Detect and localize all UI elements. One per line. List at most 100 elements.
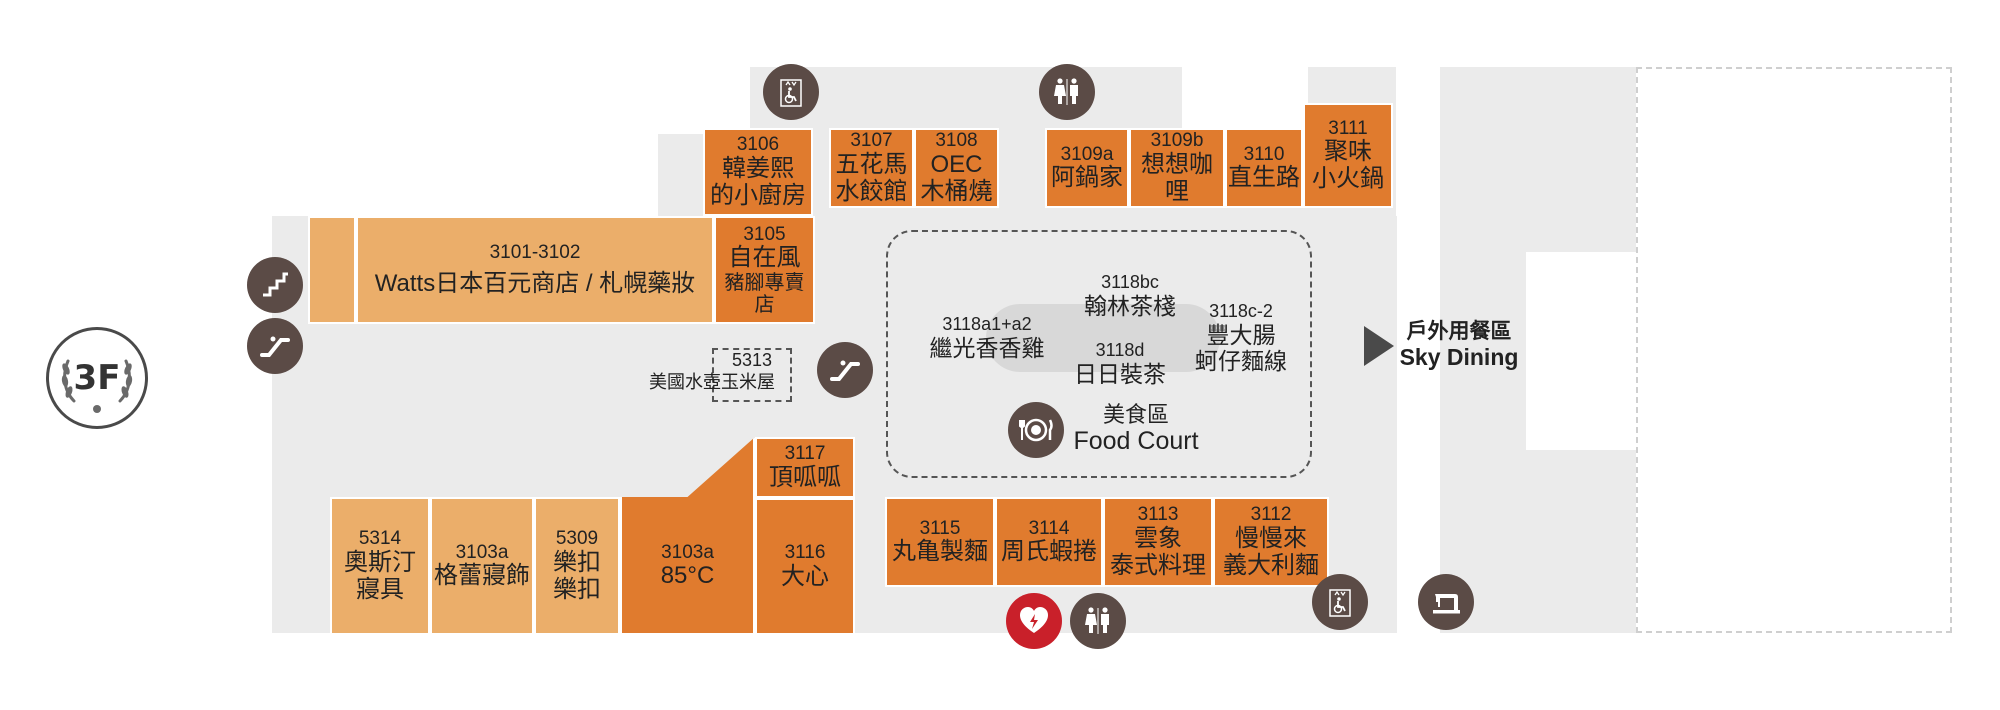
store-number: 3114 (1028, 517, 1070, 539)
floor-badge: 3F (46, 327, 148, 429)
store-name: 周氏蝦捲 (1001, 538, 1097, 566)
store-3115[interactable]: 3115 丸亀製麵 (885, 497, 995, 587)
store-5309[interactable]: 5309 樂扣 樂扣 (534, 497, 620, 635)
food-court-area[interactable] (886, 230, 1312, 478)
kiosk-5313[interactable] (712, 348, 792, 402)
floor-area-east-notch (1526, 252, 1636, 450)
stairs-glyph (263, 272, 288, 297)
kiosk-3118a1-a2[interactable]: 3118a1+a2 繼光香香雞 (912, 314, 1062, 361)
kiosk-name: 翰林茶棧 (1084, 292, 1176, 319)
aed-icon[interactable] (1006, 593, 1062, 649)
store-3101-3102[interactable]: 3101-3102 Watts日本百元商店 / 札幌藥妝 (356, 216, 714, 324)
kiosk-name: 蚵仔麵線 (1195, 348, 1287, 375)
store-name: OEC (930, 150, 983, 178)
store-name: 聚味 (1324, 138, 1372, 166)
store-3116[interactable]: 3116 大心 (755, 498, 855, 635)
kiosk-number: 3118a1+a2 (942, 314, 1032, 334)
escalator-glyph (260, 336, 290, 357)
restroom-icon[interactable] (1039, 64, 1095, 120)
store-3111[interactable]: 3111 聚味 小火鍋 (1303, 103, 1393, 208)
store-number: 3106 (736, 134, 780, 156)
kiosk-name: 繼光香香雞 (929, 334, 1045, 361)
kiosk-name: 豐大腸 (1206, 321, 1276, 348)
aed-glyph (1020, 607, 1048, 633)
store-unlabeled[interactable] (308, 216, 356, 324)
store-name: 雲象 (1134, 524, 1182, 552)
store-3113[interactable]: 3113 雲象 泰式料理 (1103, 497, 1213, 587)
store-3109a[interactable]: 3109a 阿鍋家 (1045, 128, 1129, 208)
store-3105[interactable]: 3105 自在風 豬腳專賣店 (714, 216, 815, 324)
store-name: 豬腳專賣店 (724, 271, 805, 317)
store-number: 3101-3102 (489, 241, 581, 263)
store-3114[interactable]: 3114 周氏蝦捲 (995, 497, 1103, 587)
store-name: 自在風 (728, 243, 801, 271)
food-court-counter (986, 304, 1220, 372)
store-name: 奧斯汀 (344, 548, 416, 576)
kiosk-3118c-2[interactable]: 3118c-2 豐大腸 蚵仔麵線 (1186, 301, 1296, 375)
food-court-title: 美食區 Food Court (1066, 402, 1206, 456)
kiosk-5313-name: 美國水壺玉米屋 (649, 372, 775, 392)
escalator-icon[interactable] (817, 342, 873, 398)
store-name: 水餃館 (835, 177, 908, 205)
store-name: Watts日本百元商店 / 札幌藥妝 (374, 270, 696, 298)
store-name: 樂扣 (553, 548, 601, 576)
laurel-icon (61, 359, 133, 413)
store-name: 木桶燒 (920, 177, 993, 205)
elevator-accessible-icon[interactable] (763, 64, 819, 120)
restroom-icon[interactable] (1070, 593, 1126, 649)
store-number: 3112 (1250, 504, 1292, 526)
kiosk-3118bc[interactable]: 3118bc 翰林茶棧 (1050, 272, 1210, 319)
outdoor-dining-label[interactable]: 戶外用餐區 Sky Dining (1394, 320, 1524, 371)
kiosk-number: 3118c-2 (1209, 301, 1273, 321)
escalator-icon[interactable] (247, 318, 303, 374)
plate-cutlery-glyph (1019, 418, 1053, 442)
store-number: 3117 (784, 443, 826, 465)
kiosk-3118d[interactable]: 3118d 日日裝茶 (1060, 340, 1180, 387)
elevator-accessible-icon[interactable] (1312, 574, 1368, 630)
kiosk-number: 3118d (1095, 340, 1145, 360)
store-name: 85°C (660, 562, 715, 590)
store-name: 格蕾寢飾 (434, 562, 530, 590)
store-3109b[interactable]: 3109b 想想咖哩 (1129, 128, 1225, 208)
store-3103a-left[interactable]: 3103a 格蕾寢飾 (430, 497, 534, 635)
store-number: 3115 (919, 517, 961, 539)
kiosk-name: 日日裝茶 (1074, 360, 1166, 387)
store-3117[interactable]: 3117 頂呱呱 (755, 437, 855, 498)
store-3110[interactable]: 3110 直生路 (1225, 128, 1303, 208)
store-name: 義大利麵 (1223, 551, 1319, 579)
sewing-machine-icon[interactable] (1418, 574, 1474, 630)
store-name: 寢具 (356, 575, 404, 603)
store-number: 5309 (555, 528, 599, 550)
stairs-icon[interactable] (247, 257, 303, 313)
store-name: 慢慢來 (1235, 524, 1307, 552)
dining-icon (1008, 402, 1064, 458)
store-number: 3103a (661, 541, 714, 563)
restroom-glyph (1085, 607, 1109, 634)
store-name: 的小廚房 (710, 181, 806, 209)
store-number: 3103a (455, 541, 509, 563)
floor-label: 3F (73, 358, 121, 398)
outdoor-dining-en: Sky Dining (1399, 344, 1519, 371)
store-3106[interactable]: 3106 韓姜熙 的小廚房 (703, 128, 813, 216)
store-name: 樂扣 (553, 575, 601, 603)
store-name: 丸亀製麵 (892, 538, 988, 566)
store-number: 3108 (935, 130, 978, 152)
kiosk-number: 3118bc (1101, 272, 1159, 292)
store-name: 頂呱呱 (769, 463, 841, 491)
store-name: 小火鍋 (1312, 165, 1384, 193)
escalator-glyph (830, 360, 860, 381)
restroom-glyph (1054, 78, 1078, 105)
store-number: 3111 (1328, 117, 1368, 139)
store-name: 五花馬 (835, 150, 908, 178)
store-3108[interactable]: 3108 OEC 木桶燒 (914, 128, 999, 208)
store-name: 想想咖哩 (1141, 150, 1213, 205)
kiosk-5313-number: 5313 (731, 350, 773, 370)
store-5314[interactable]: 5314 奧斯汀 寢具 (330, 497, 430, 635)
store-number: 3109a (1060, 143, 1114, 165)
store-3112[interactable]: 3112 慢慢來 義大利麵 (1213, 497, 1329, 587)
store-3107[interactable]: 3107 五花馬 水餃館 (829, 128, 914, 208)
floor-area-north-upper (750, 67, 1182, 137)
store-name: 直生路 (1228, 164, 1300, 192)
store-number: 3113 (1137, 504, 1179, 526)
store-name: 韓姜熙 (722, 154, 794, 182)
